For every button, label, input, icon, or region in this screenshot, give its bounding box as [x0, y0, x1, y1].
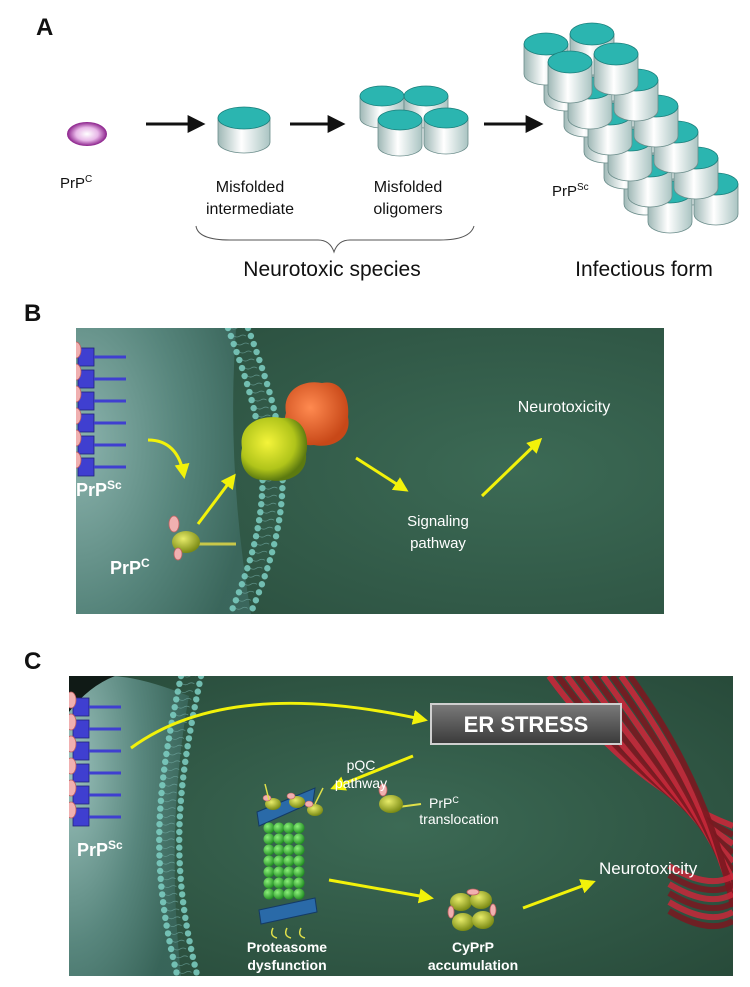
signaling-label-line2: pathway	[410, 535, 466, 552]
misfolded-oligomers-icon	[359, 85, 469, 157]
panel-c-diagram: ER STRESS PrPSc pQC pathway PrPC translo…	[69, 676, 733, 976]
prpc-label: PrPC	[60, 174, 92, 192]
panel-c-letter: C	[24, 648, 42, 675]
panel-b-diagram: PrPSc PrPC Signaling pathway Neurotoxici…	[76, 328, 664, 614]
infectious-form-label: Infectious form	[575, 258, 713, 281]
dark-corner	[69, 676, 115, 712]
neurotoxicity-label: Neurotoxicity	[518, 399, 610, 416]
arrow-to-signaling	[355, 456, 409, 492]
prpc-label: PrPC	[110, 556, 150, 578]
prpc-protein-icon	[168, 515, 236, 561]
misfolded-intermediate-icon	[217, 106, 271, 154]
proteasome-label-line1: Proteasome	[247, 939, 327, 955]
translocation-label: translocation	[419, 811, 498, 827]
prpsc-fibril-icon	[523, 22, 739, 234]
proteasome-label-line2: dysfunction	[247, 957, 326, 973]
intermediate-label-line1: Misfolded	[216, 179, 284, 196]
pqc-label-line1: pQC	[347, 757, 376, 773]
neurotoxicity-label: Neurotoxicity	[599, 859, 698, 878]
arrow-to-neurotoxicity	[522, 879, 596, 910]
arrow-to-neurotoxicity	[480, 437, 543, 498]
oligomers-label-line2: oligomers	[373, 201, 442, 218]
cyprp-cluster-icon	[447, 888, 497, 931]
fibril-segment	[593, 42, 639, 96]
panel-a-letter: A	[36, 14, 54, 41]
prpc-molecule-icon	[67, 122, 107, 146]
arrow-prpsc-to-prpc	[147, 438, 190, 479]
cyprp-label-line1: CyPrP	[452, 939, 494, 955]
proteasome-icon	[256, 783, 324, 939]
prpsc-label: PrPSc	[77, 838, 123, 860]
intermediate-label-line2: intermediate	[206, 201, 294, 218]
prpsc-aggregate-icon	[69, 691, 121, 827]
oligomers-label-line1: Misfolded	[374, 179, 442, 196]
signaling-label-line1: Signaling	[407, 513, 469, 530]
arrow-prpsc-to-er-stress	[130, 701, 428, 750]
prpsc-label: PrPSc	[76, 478, 122, 500]
prpsc-aggregate-icon	[76, 341, 126, 477]
cell-membrane	[156, 676, 205, 976]
panel-b-letter: B	[24, 300, 42, 327]
er-stress-label: ER STRESS	[464, 712, 589, 737]
prpc-translocation-label: PrPC	[429, 795, 459, 811]
arrow-prpc-to-complex	[196, 473, 236, 525]
endoplasmic-reticulum-icon	[546, 676, 733, 930]
pqc-label-line2: pathway	[335, 775, 387, 791]
neurotoxic-species-label: Neurotoxic species	[243, 258, 420, 281]
neurotoxic-species-brace	[195, 225, 475, 254]
cyprp-label-line2: accumulation	[428, 957, 518, 973]
fibril-segment	[547, 50, 593, 104]
prpc-translocation-icon	[378, 783, 422, 813]
signaling-complex-icon	[241, 382, 349, 481]
panel-a-diagram: PrPC Misfolded intermediate Misfolded ol…	[60, 22, 739, 281]
arrow-to-cyprp	[328, 878, 434, 904]
prpsc-label: PrPSc	[552, 182, 589, 200]
arrow-pqc-pathway	[330, 754, 414, 791]
er-stress-box: ER STRESS	[430, 703, 622, 745]
extracellular-space	[76, 328, 251, 614]
